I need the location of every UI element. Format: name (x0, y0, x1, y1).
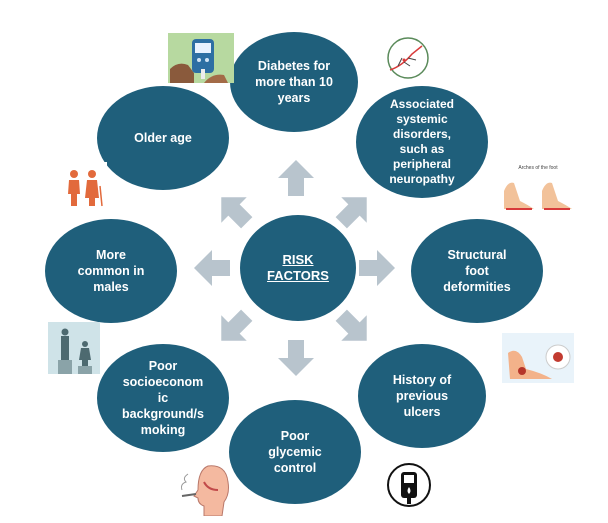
arrow-left (194, 250, 230, 286)
factor-older-age: Older age (97, 86, 229, 190)
foot-ulcer-icon (502, 333, 574, 383)
factor-ulcers: History of previous ulcers (358, 344, 486, 448)
factor-diabetes: Diabetes for more than 10 years (230, 32, 358, 132)
smoking-person-icon (181, 465, 229, 516)
glucometer-hand-icon (168, 33, 234, 83)
factor-systemic-label: Associated systemic disorders, such as p… (389, 97, 455, 186)
factor-socio: Poor socioeconom ic background/s moking (97, 344, 229, 452)
factor-structural: Structural foot deformities (411, 219, 543, 323)
arrow-up-left (221, 197, 253, 229)
factor-structural-label: Structural foot deformities (443, 248, 511, 294)
arrow-down-right (335, 309, 367, 341)
factor-diabetes-label: Diabetes for more than 10 years (255, 59, 333, 105)
factor-socio-label: Poor socioeconom ic background/s moking (122, 359, 204, 437)
neuropathy-nerve-icon (387, 37, 429, 79)
factor-males: More common in males (45, 219, 177, 323)
elderly-couple-icon (59, 162, 107, 210)
arrow-up-right (335, 197, 367, 229)
factor-glycemic: Poor glycemic control (229, 400, 361, 504)
factor-systemic: Associated systemic disorders, such as p… (356, 86, 488, 198)
arrow-down (278, 340, 314, 376)
factor-males-label: More common in males (77, 248, 145, 294)
arrow-right (359, 250, 395, 286)
factor-ulcers-label: History of previous ulcers (392, 373, 452, 419)
foot-arches-image: Arches of the foot (500, 165, 576, 217)
arrow-down-left (221, 309, 253, 341)
center-label: RISK FACTORS (267, 252, 329, 283)
glucose-meter-icon (387, 463, 431, 507)
foot-arches-caption: Arches of the foot (518, 165, 558, 171)
factor-older-age-label: Older age (134, 131, 192, 145)
factor-glycemic-label: Poor glycemic control (268, 429, 322, 475)
center-risk-factors: RISK FACTORS (240, 215, 356, 321)
male-female-height-icon (48, 322, 100, 374)
arrow-up (278, 160, 314, 196)
foot-arches-drawing (504, 182, 572, 210)
